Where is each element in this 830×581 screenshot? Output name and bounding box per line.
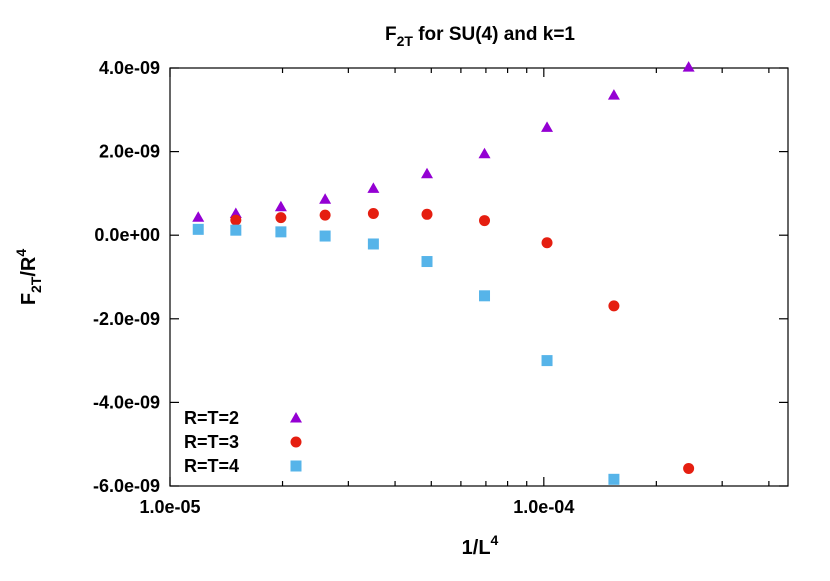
data-point-triangle: [192, 211, 205, 222]
data-point-square: [367, 238, 379, 250]
x-tick-label: 1.0e-04: [513, 497, 574, 517]
data-points: [192, 61, 695, 485]
x-axis-title: 1/L4: [462, 532, 499, 559]
chart-title-sub: 2T: [397, 33, 414, 49]
y-axis-title: F2T/R4: [13, 249, 44, 306]
x-tick-label: 1.0e-05: [139, 497, 200, 517]
series-triangle: [192, 61, 695, 222]
series-square: [192, 223, 620, 485]
data-point-circle: [541, 237, 553, 249]
data-point-triangle: [229, 207, 242, 218]
legend-marker-square: [290, 460, 302, 472]
y-axis-title-sup: 4: [13, 249, 29, 257]
chart-title: F2T for SU(4) and k=1: [385, 24, 575, 49]
x-axis-title-main: 1/L: [462, 537, 491, 559]
data-point-circle: [479, 215, 491, 227]
data-point-triangle: [367, 182, 380, 193]
legend: R=T=2R=T=3R=T=4: [184, 408, 302, 476]
y-axis-title-main: F: [18, 293, 40, 305]
legend-label: R=T=2: [184, 408, 239, 428]
data-point-square: [192, 223, 204, 235]
y-tick-label: -4.0e-09: [93, 392, 160, 412]
chart-title-main: F: [385, 24, 397, 45]
data-point-circle: [275, 212, 287, 224]
plot-area: [169, 67, 789, 487]
data-point-circle: [230, 214, 242, 226]
data-point-circle: [608, 300, 620, 312]
data-point-triangle: [682, 61, 695, 72]
data-point-square: [479, 290, 491, 302]
data-point-triangle: [421, 167, 434, 179]
y-tick-label: 0.0e+00: [94, 225, 160, 245]
y-axis-title-mid: /R: [18, 256, 40, 277]
data-point-triangle: [478, 147, 491, 159]
x-axis-tick-labels: 1.0e-05 1.0e-04: [139, 497, 574, 517]
data-point-circle: [367, 207, 379, 219]
legend-label: R=T=4: [184, 456, 239, 476]
data-point-triangle: [274, 200, 287, 212]
data-point-triangle: [541, 121, 554, 132]
y-tick-label: 4.0e-09: [99, 58, 160, 78]
legend-label: R=T=3: [184, 432, 239, 452]
y-tick-label: -6.0e-09: [93, 476, 160, 496]
data-point-square: [230, 224, 242, 236]
y-axis-tick-labels: 4.0e-09 2.0e-09 0.0e+00 -2.0e-09 -4.0e-09 -6.…: [93, 58, 160, 496]
y-axis-ticks: [170, 67, 788, 487]
data-point-square: [275, 226, 287, 238]
data-point-circle: [421, 208, 433, 220]
data-point-triangle: [319, 193, 332, 204]
x-axis-ticks: [169, 68, 770, 486]
y-tick-label: 2.0e-09: [99, 142, 160, 162]
legend-marker-triangle: [290, 412, 302, 423]
data-point-square: [541, 355, 553, 367]
x-axis-title-sup: 4: [491, 532, 499, 548]
chart-title-rest: for SU(4) and k=1: [413, 24, 575, 45]
data-point-circle: [683, 462, 695, 474]
data-point-circle: [319, 209, 331, 221]
series-circle: [230, 207, 695, 474]
y-axis-title-sub: 2T: [28, 276, 44, 293]
data-point-square: [608, 473, 620, 485]
data-point-square: [319, 230, 331, 242]
data-point-square: [421, 256, 433, 268]
legend-marker-circle: [290, 436, 302, 448]
data-point-triangle: [607, 89, 620, 100]
y-tick-label: -2.0e-09: [93, 309, 160, 329]
